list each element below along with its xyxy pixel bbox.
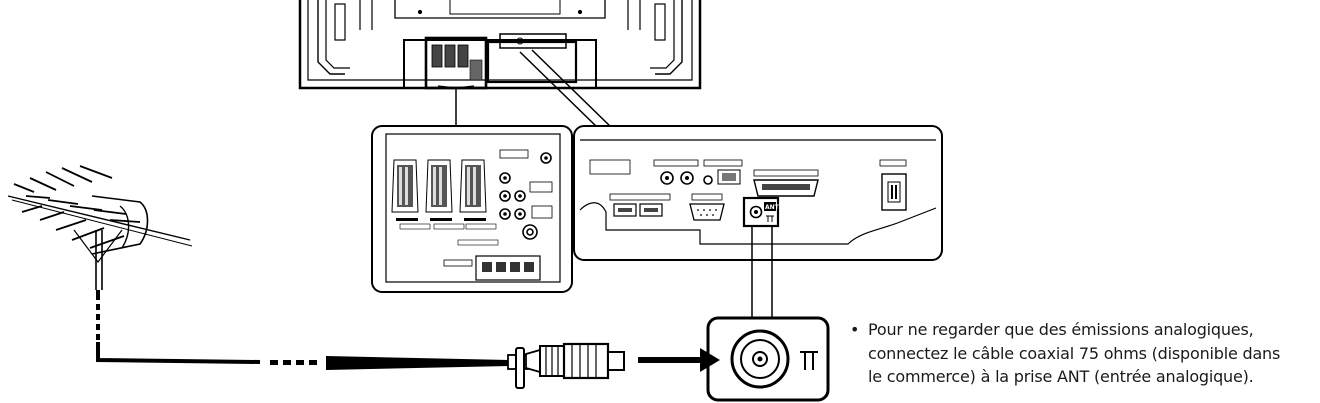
right-terminal-panel: ANT (573, 125, 943, 261)
instruction-note: • Pour ne regarder que des émissions ana… (850, 318, 1314, 389)
coaxial-plug-icon (507, 342, 625, 389)
note-line-3: le commerce) à la prise ANT (entrée anal… (868, 367, 1254, 386)
ant-jack-zoom (706, 316, 830, 402)
svg-text:ANT: ANT (765, 204, 780, 211)
antenna-symbol-icon (800, 351, 818, 370)
ant-zoom-leader (751, 226, 773, 320)
arrow-right-icon (638, 348, 720, 372)
ant-jack-label: ANT (765, 204, 780, 211)
zoom-leader-lines (437, 49, 613, 129)
note-bullet: • (850, 320, 860, 339)
left-terminal-panel (371, 125, 573, 293)
note-line-1: Pour ne regarder que des émissions analo… (868, 320, 1254, 339)
coaxial-cable (96, 290, 510, 370)
tv-rear-view (298, 0, 702, 90)
antenna-icon (7, 165, 193, 290)
note-line-2: connectez le câble coaxial 75 ohms (disp… (868, 343, 1281, 363)
